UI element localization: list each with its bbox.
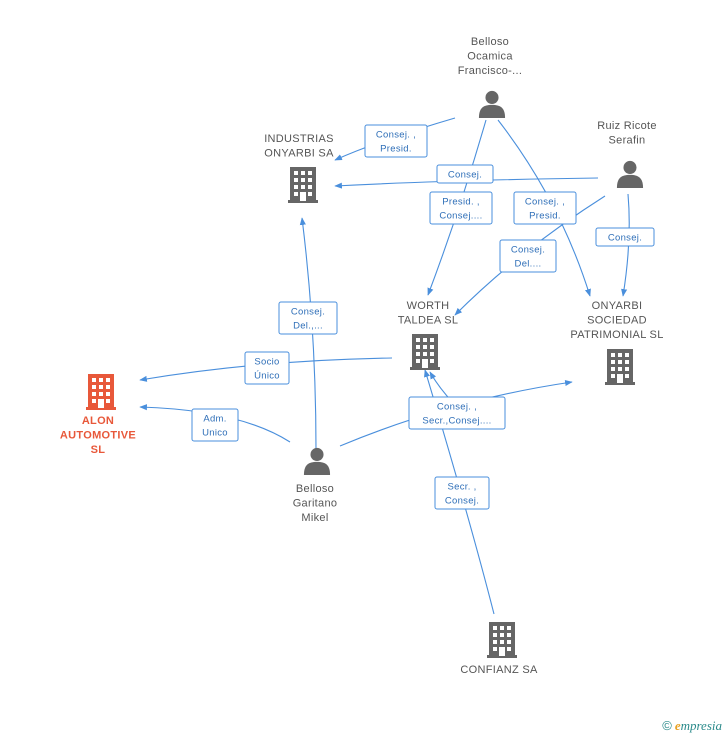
edge-label-box [429, 191, 493, 225]
node-label: ALON [82, 415, 114, 427]
copyright-symbol: © [662, 718, 672, 733]
edge-label-text: Presid. [380, 144, 412, 155]
node-label: SOCIEDAD [587, 315, 647, 327]
node-label: Garitano [293, 498, 338, 510]
node-label: PATRIMONIAL SL [570, 329, 663, 341]
edge-label-text: Consej. , [437, 402, 477, 413]
building-icon [410, 334, 440, 370]
node-alon[interactable]: ALON AUTOMOTIVE SL [60, 374, 136, 456]
person-icon [616, 160, 644, 188]
building-icon [605, 349, 635, 385]
node-industrias[interactable]: INDUSTRIAS ONYARBI SA [264, 133, 334, 203]
edge-label-text: Del.... [515, 259, 542, 270]
building-icon [86, 374, 116, 410]
edge-label-text: Presid. [529, 211, 561, 222]
edge-label-box [364, 124, 428, 158]
edge-label-box [513, 191, 577, 225]
edge-label-text: Consej.... [439, 211, 482, 222]
person-icon [303, 447, 331, 475]
edge-label-box [408, 396, 506, 430]
node-label: SL [91, 444, 106, 456]
node-label: Belloso [296, 483, 334, 495]
edge-label-text: Consej. [448, 170, 482, 181]
building-icon [487, 622, 517, 658]
edge-label-text: Único [254, 371, 280, 382]
edge-label-e2[interactable]: Consej. [436, 164, 494, 184]
edge-label-e3[interactable]: Presid. , Consej.... [429, 191, 493, 225]
node-label: Ocamica [467, 51, 513, 63]
edge-label-box [191, 408, 239, 442]
node-label: Mikel [301, 512, 328, 524]
edge-label-text: Consej. [291, 307, 325, 318]
building-icon [288, 167, 318, 203]
edge-label-text: Consej. [511, 245, 545, 256]
edge-label-box [595, 227, 655, 247]
edge-label-text: Consej. , [525, 197, 565, 208]
node-label: Ruiz Ricote [597, 120, 657, 132]
node-label: Francisco-... [458, 65, 522, 77]
empresia-logo: ©empresia [662, 718, 722, 734]
node-label: ONYARBI SA [264, 148, 334, 160]
edge-label-text: Consej. , [376, 130, 416, 141]
edge-label-box [244, 351, 290, 385]
edge-label-text: Unico [202, 428, 228, 439]
node-onyarbi_soc[interactable]: ONYARBI SOCIEDAD PATRIMONIAL SL [570, 300, 663, 385]
node-label: CONFIANZ SA [460, 664, 538, 676]
person-icon [478, 90, 506, 118]
node-worth[interactable]: WORTH TALDEA SL [398, 300, 459, 370]
edge-label-text: Del.,... [293, 321, 323, 332]
node-label: INDUSTRIAS [264, 133, 334, 145]
brand-rest: mpresia [680, 718, 722, 733]
node-label: WORTH [407, 300, 450, 312]
edge-label-box [499, 239, 557, 273]
edge-label-text: Consej. [445, 496, 479, 507]
edge-label-e10[interactable]: Consej. , Secr.,Consej.... [408, 396, 506, 430]
edge-label-box [434, 476, 490, 510]
edge-label-e7[interactable]: Consej. Del.,... [278, 301, 338, 335]
edge-label-e6[interactable]: Consej. [595, 227, 655, 247]
edge-label-e9[interactable]: Adm. Unico [191, 408, 239, 442]
edge-label-box [278, 301, 338, 335]
node-belloso_o[interactable]: BellosoOcamicaFrancisco-... [458, 36, 522, 118]
edge-label-text: Secr.,Consej.... [422, 416, 491, 427]
node-label: TALDEA SL [398, 315, 459, 327]
node-label: AUTOMOTIVE [60, 430, 136, 442]
edge-label-e1[interactable]: Consej. , Presid. [364, 124, 428, 158]
edge-label-e5[interactable]: Consej. Del.... [499, 239, 557, 273]
edge-label-text: Adm. [203, 414, 226, 425]
node-confianz[interactable]: CONFIANZ SA [460, 622, 538, 676]
node-label: ONYARBI [592, 300, 643, 312]
node-label: Serafin [609, 135, 646, 147]
edge-label-e11[interactable]: Secr. , Consej. [434, 476, 490, 510]
edge-label-text: Consej. [608, 233, 642, 244]
node-label: Belloso [471, 36, 509, 48]
edge-label-text: Socio [254, 357, 279, 368]
edge-label-text: Secr. , [447, 482, 476, 493]
brand-e: e [674, 718, 681, 733]
edge-label-box [436, 164, 494, 184]
edge-label-text: Presid. , [442, 197, 480, 208]
edge-label-e4[interactable]: Consej. , Presid. [513, 191, 577, 225]
